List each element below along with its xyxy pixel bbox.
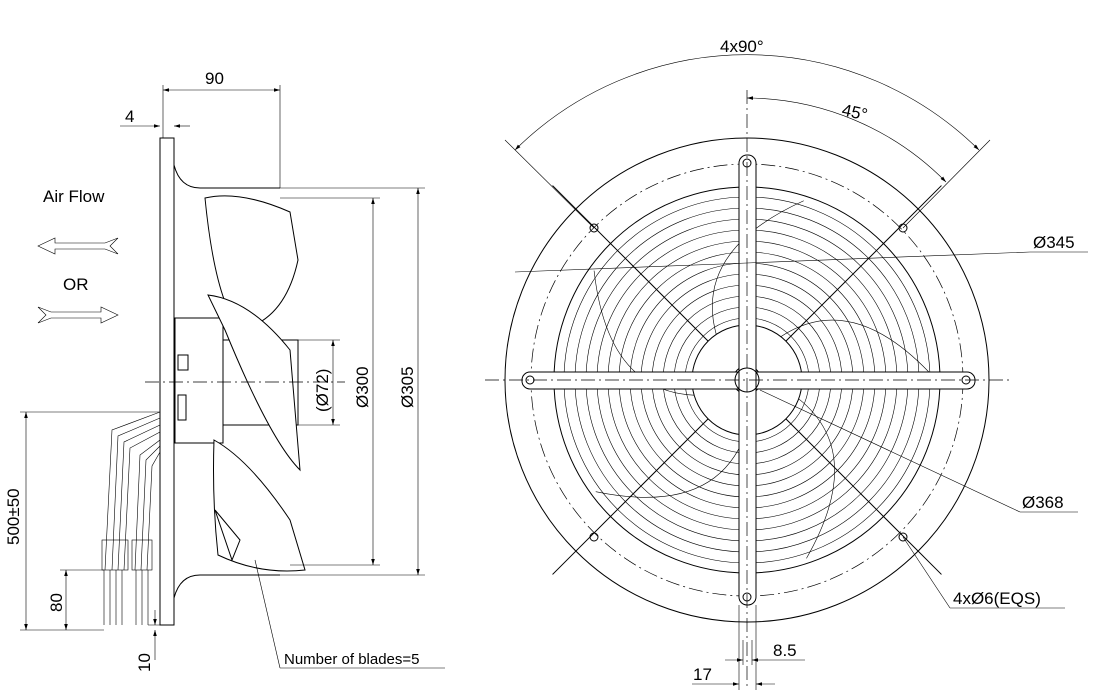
blade-edge bbox=[593, 270, 695, 396]
mounting-holes-label: 4xØ6(EQS) bbox=[953, 589, 1041, 608]
blade bbox=[207, 294, 301, 472]
housing-diameter-dimension: Ø305 bbox=[398, 366, 417, 408]
mounting-hole bbox=[898, 223, 908, 233]
blade-edge bbox=[712, 200, 804, 335]
mounting-hole bbox=[589, 532, 599, 542]
air-flow-legend: Air Flow OR bbox=[37, 187, 119, 324]
guard-spoke bbox=[785, 418, 942, 575]
flange-thickness-dimension: 4 bbox=[125, 107, 134, 126]
mounting-hole bbox=[589, 223, 599, 233]
front-blades bbox=[593, 200, 936, 559]
blade bbox=[204, 195, 299, 331]
cables bbox=[101, 411, 161, 625]
arrow-left-icon bbox=[37, 237, 119, 255]
dimensions-front: 4x90° 45° Ø345 Ø368 4xØ6(EQS) 17 8.5 bbox=[504, 37, 1088, 690]
air-flow-label: Air Flow bbox=[43, 187, 105, 206]
outer-diameter-label: Ø368 bbox=[1022, 493, 1064, 512]
angle-offset-label: 45° bbox=[840, 100, 869, 124]
front-view: 4x90° 45° Ø345 Ø368 4xØ6(EQS) 17 8.5 bbox=[485, 37, 1088, 690]
arrow-right-icon bbox=[37, 306, 119, 324]
flange-plate bbox=[159, 137, 175, 626]
motor bbox=[174, 317, 224, 444]
guard-spoke bbox=[552, 185, 709, 342]
mounting-hole bbox=[898, 532, 908, 542]
blades-note: Number of blades=5 bbox=[284, 651, 420, 668]
cable-strip-dimension: 80 bbox=[47, 593, 66, 612]
housing-ring bbox=[173, 164, 280, 599]
angle-spacing-label: 4x90° bbox=[720, 37, 764, 56]
or-label: OR bbox=[63, 275, 89, 294]
side-view: 90 4 (Ø72) Ø300 Ø305 500±50 80 bbox=[4, 69, 445, 672]
slot-width-label: 8.5 bbox=[773, 641, 797, 660]
blade-edge bbox=[780, 319, 936, 379]
blade-diameter-dimension: Ø300 bbox=[353, 366, 372, 408]
cable-length-dimension: 500±50 bbox=[4, 488, 23, 545]
blade-edge bbox=[595, 434, 746, 498]
blade-edge bbox=[798, 398, 835, 559]
dimensions-side: 90 4 (Ø72) Ø300 Ø305 500±50 80 bbox=[4, 69, 445, 672]
hub-diameter-dimension: (Ø72) bbox=[313, 369, 332, 412]
bar-width-label: 17 bbox=[693, 665, 712, 684]
bolt-circle-label: Ø345 bbox=[1033, 233, 1075, 252]
wire-strip-dimension: 10 bbox=[135, 653, 154, 672]
guard-spoke bbox=[785, 185, 942, 342]
depth-dimension: 90 bbox=[205, 69, 224, 88]
